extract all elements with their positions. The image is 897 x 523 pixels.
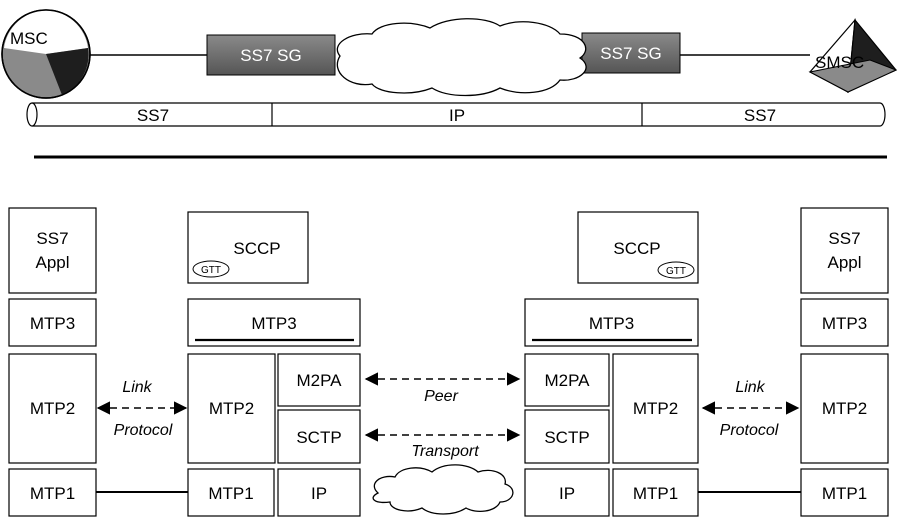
left-appl-label: Appl bbox=[35, 253, 69, 272]
right-sg-mtp3-label: MTP3 bbox=[589, 314, 634, 333]
sg-right: SS7 SG bbox=[581, 32, 681, 74]
right-sg-mtp2-label: MTP2 bbox=[633, 399, 678, 418]
left-mtp1-label: MTP1 bbox=[30, 484, 75, 503]
right-mtp1-box bbox=[800, 468, 889, 517]
right-protocol-label: Protocol bbox=[720, 422, 779, 439]
left-ss7-appl-box bbox=[8, 207, 97, 294]
pipe-segment-ss7-right: SS7 bbox=[744, 106, 776, 125]
right-ss7-label: SS7 bbox=[828, 229, 860, 248]
right-sccp-label: SCCP bbox=[613, 239, 660, 258]
left-mtp2-box bbox=[8, 353, 97, 464]
left-sg-mtp2-box bbox=[187, 353, 276, 464]
left-sctp-label: SCTP bbox=[296, 428, 341, 447]
left-sg-mtp2-label: MTP2 bbox=[209, 399, 254, 418]
sg-left: SS7 SG bbox=[206, 34, 336, 76]
msc-label: MSC bbox=[10, 29, 48, 48]
right-sg-stack: SCCP GTT MTP3 M2PA SCTP MTP2 IP MTP1 bbox=[524, 211, 699, 517]
right-sg-ip-label: IP bbox=[559, 484, 575, 503]
right-sg-mtp1-label: MTP1 bbox=[633, 484, 678, 503]
right-ss7-appl-box bbox=[800, 207, 889, 294]
left-m2pa-label: M2PA bbox=[296, 371, 342, 390]
left-end-stack: SS7 Appl MTP3 MTP2 MTP1 bbox=[8, 207, 97, 517]
msc-node: MSC bbox=[1, 9, 91, 99]
left-gtt-badge bbox=[192, 260, 230, 278]
right-m2pa-box bbox=[524, 353, 610, 407]
ip-cloud-bottom bbox=[372, 464, 514, 515]
right-link-label: Link bbox=[735, 379, 765, 396]
peer-label: Peer bbox=[424, 388, 458, 405]
transport-label: Transport bbox=[411, 443, 479, 460]
right-end-stack: SS7 Appl MTP3 MTP2 MTP1 bbox=[800, 207, 889, 517]
right-m2pa-label: M2PA bbox=[544, 371, 590, 390]
left-mtp3-box bbox=[8, 298, 97, 347]
right-sg-mtp3-box bbox=[524, 298, 699, 347]
right-appl-label: Appl bbox=[827, 253, 861, 272]
sg-right-label: SS7 SG bbox=[600, 44, 661, 63]
left-gtt-label: GTT bbox=[201, 265, 221, 276]
left-sctp-box bbox=[277, 409, 361, 464]
right-mtp3-label: MTP3 bbox=[822, 314, 867, 333]
pipe-segment-ss7-left: SS7 bbox=[137, 106, 169, 125]
left-sg-ip-label: IP bbox=[311, 484, 327, 503]
transport-pipe: SS7 IP SS7 bbox=[26, 102, 886, 127]
ip-cloud-top bbox=[336, 18, 587, 97]
left-ss7-label: SS7 bbox=[36, 229, 68, 248]
pipe-segment-ip: IP bbox=[449, 106, 465, 125]
right-sctp-label: SCTP bbox=[544, 428, 589, 447]
right-sg-ip-box bbox=[524, 468, 610, 517]
left-mtp2-label: MTP2 bbox=[30, 399, 75, 418]
connectors: Link Protocol Peer Transport Link Protoc… bbox=[96, 372, 801, 515]
left-sg-stack: SCCP GTT MTP3 MTP2 M2PA SCTP MTP1 IP bbox=[187, 211, 361, 517]
left-sg-mtp3-label: MTP3 bbox=[251, 314, 296, 333]
left-m2pa-box bbox=[277, 353, 361, 407]
left-sg-mtp3-box bbox=[187, 298, 361, 347]
left-protocol-label: Protocol bbox=[114, 422, 173, 439]
smsc-node: SMSC bbox=[808, 18, 897, 93]
smsc-label: SMSC bbox=[815, 53, 864, 72]
right-sctp-box bbox=[524, 409, 610, 464]
right-mtp1-label: MTP1 bbox=[822, 484, 867, 503]
sg-left-label: SS7 SG bbox=[240, 46, 301, 65]
right-mtp2-label: MTP2 bbox=[822, 399, 867, 418]
left-sg-ip-box bbox=[277, 468, 361, 517]
left-sg-mtp1-label: MTP1 bbox=[208, 484, 253, 503]
left-mtp1-box bbox=[8, 468, 97, 517]
network-topology: MSC SS7 SG SS7 SG SMSC bbox=[1, 9, 897, 99]
right-gtt-label: GTT bbox=[666, 266, 686, 277]
left-mtp3-label: MTP3 bbox=[30, 314, 75, 333]
left-sccp-label: SCCP bbox=[233, 239, 280, 258]
right-mtp3-box bbox=[800, 298, 889, 347]
right-sg-mtp2-box bbox=[612, 353, 699, 464]
left-link-label: Link bbox=[122, 379, 152, 396]
right-mtp2-box bbox=[800, 353, 889, 464]
right-gtt-badge bbox=[657, 261, 695, 279]
right-sg-mtp1-box bbox=[612, 468, 699, 517]
